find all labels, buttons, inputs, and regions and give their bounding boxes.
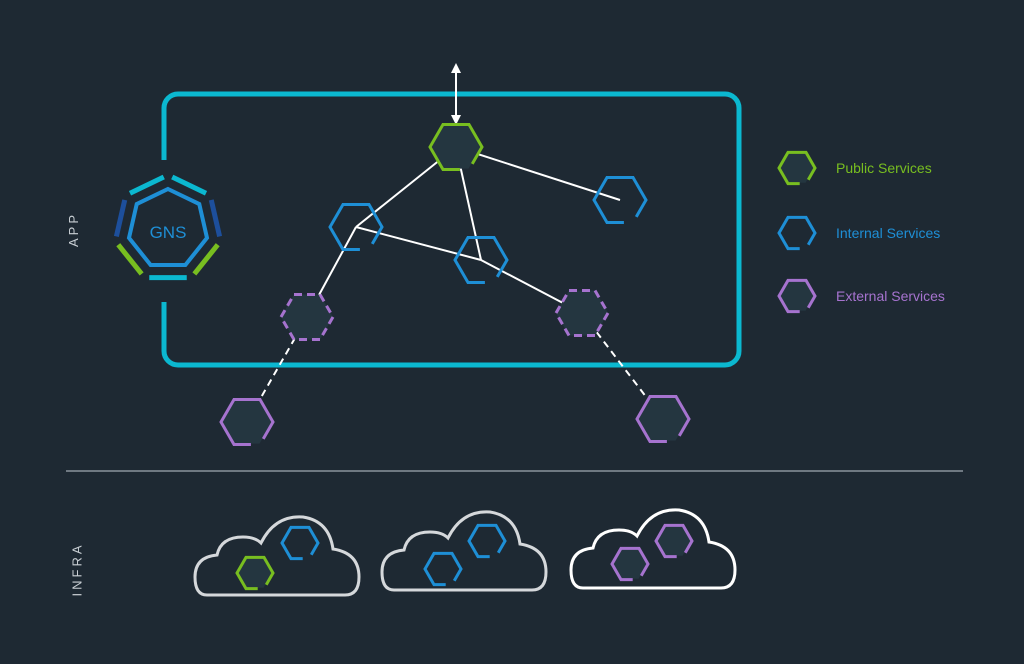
clouds-layer	[193, 508, 737, 597]
gns-inner-heptagon	[126, 186, 210, 268]
hex-outline	[423, 551, 463, 587]
service-node-internal-i3[interactable]	[592, 175, 648, 225]
gns-outer-ring	[113, 174, 223, 281]
service-node-internal-i2[interactable]	[453, 235, 509, 285]
legend-external-icon[interactable]	[777, 278, 817, 314]
hex-fill	[613, 549, 647, 579]
cloud-3[interactable]	[569, 508, 737, 590]
hex-outline	[592, 175, 648, 225]
nodes-layer	[219, 122, 691, 447]
cloud-service-public[interactable]	[235, 555, 275, 591]
legend-item-external: External Services	[777, 278, 945, 314]
cloud-1[interactable]	[193, 515, 361, 597]
legend-item-internal: Internal Services	[777, 215, 940, 251]
hex-fill	[222, 400, 272, 444]
cloud-service-external[interactable]	[654, 523, 694, 559]
gns-badge[interactable]: GNS	[113, 174, 223, 281]
service-node-external-e1[interactable]	[279, 292, 335, 342]
hex-outline	[279, 292, 335, 342]
cloud-outline	[380, 510, 548, 592]
gns-ring-segment	[192, 243, 220, 276]
service-node-public-p1[interactable]	[428, 122, 484, 172]
hex-fill	[638, 397, 688, 441]
legend-label: Internal Services	[836, 225, 940, 241]
hex-outline	[328, 202, 384, 252]
gns-ring-segment	[128, 174, 165, 196]
hex-fill	[780, 281, 814, 311]
hex-outline	[428, 122, 484, 172]
hex-outline	[654, 523, 694, 559]
service-node-external-e2[interactable]	[554, 288, 610, 338]
hex-outline	[635, 394, 691, 444]
gns-ring-segment	[113, 199, 128, 238]
hex-fill	[657, 526, 691, 556]
service-node-external-e4[interactable]	[635, 394, 691, 444]
app-section-label: APP	[66, 211, 82, 248]
gns-ring-segment	[116, 243, 144, 276]
cloud-service-internal[interactable]	[280, 525, 320, 561]
gns-ring-segment	[208, 199, 223, 238]
legend-public-icon[interactable]	[777, 150, 817, 186]
gns-label: GNS	[150, 223, 187, 242]
hex-outline	[554, 288, 610, 338]
hex-outline	[777, 215, 817, 251]
cloud-2[interactable]	[380, 510, 548, 592]
hex-outline	[777, 278, 817, 314]
legend-internal-icon[interactable]	[777, 215, 817, 251]
cloud-service-internal[interactable]	[423, 551, 463, 587]
service-node-internal-i1[interactable]	[328, 202, 384, 252]
hex-fill	[780, 153, 814, 183]
legend-label: External Services	[836, 288, 945, 304]
cloud-service-external[interactable]	[610, 546, 650, 582]
hex-outline	[610, 546, 650, 582]
hex-outline	[777, 150, 817, 186]
hex-outline	[453, 235, 509, 285]
service-node-external-e3[interactable]	[219, 397, 275, 447]
hex-outline	[219, 397, 275, 447]
hex-outline	[235, 555, 275, 591]
hex-outline	[280, 525, 320, 561]
hex-outline	[467, 523, 507, 559]
cloud-service-internal[interactable]	[467, 523, 507, 559]
legend-label: Public Services	[836, 160, 932, 176]
hex-fill	[431, 125, 481, 169]
legend-item-public: Public Services	[777, 150, 932, 186]
infra-section-label: INFRA	[69, 542, 85, 597]
gns-ring-segment	[171, 174, 208, 196]
cloud-outline	[569, 508, 737, 590]
hex-fill	[238, 558, 272, 588]
cloud-outline	[193, 515, 361, 597]
link-p1-i3	[455, 146, 621, 201]
link-i1-i2	[355, 226, 482, 261]
